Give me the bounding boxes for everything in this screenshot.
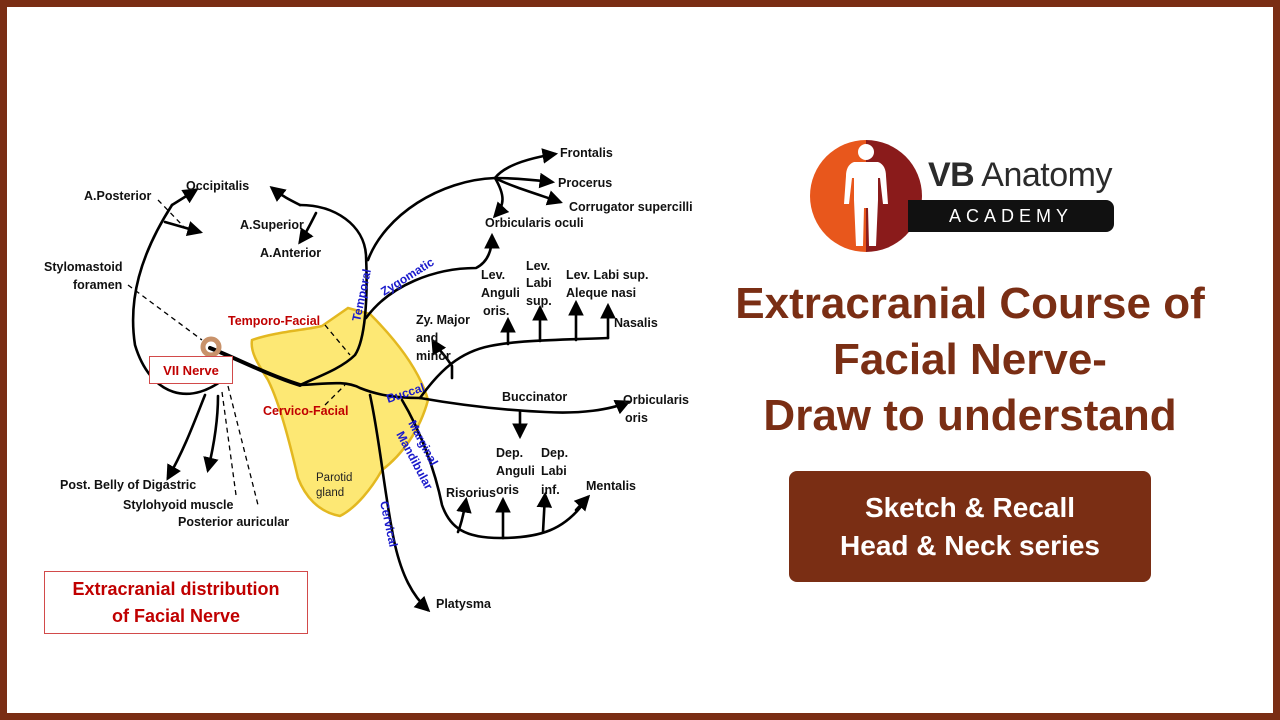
title-line-1: Extracranial Course of — [735, 279, 1205, 328]
cervico-facial-division — [298, 381, 422, 400]
label-platysma: Platysma — [436, 597, 492, 611]
marginal-mandibular-branch — [400, 398, 588, 540]
label-risorius: Risorius — [446, 486, 496, 500]
mentalis-arrowhead — [573, 494, 591, 512]
temporo-facial-division — [298, 203, 368, 387]
label-lev-labi-aleque-1: Lev. Labi sup. — [566, 268, 648, 282]
title-line-3: Draw to understand — [763, 391, 1177, 440]
label-cervico-facial: Cervico-Facial — [263, 404, 348, 418]
dep-labi-branch — [536, 491, 553, 534]
a-posterior-pointer — [157, 199, 186, 229]
label-dep-anguli-2: Anguli — [496, 464, 535, 478]
risorius-branch — [456, 496, 472, 534]
label-zy-major-1: Zy. Major — [416, 313, 470, 327]
label-posterior-auricular: Posterior auricular — [178, 515, 289, 529]
series-badge: Sketch & Recall Head & Neck series — [789, 471, 1151, 582]
logo-subtitle: ACADEMY — [908, 200, 1114, 232]
temporal-branch — [366, 176, 497, 262]
label-dep-labi-1: Dep. — [541, 446, 568, 460]
stylomastoid-foramen — [200, 336, 222, 358]
corrugator-branch — [493, 176, 563, 206]
label-orbicularis-oris-2: oris — [625, 411, 648, 425]
label-zy-major-2: and — [416, 331, 438, 345]
series-line-1: Sketch & Recall — [864, 491, 1076, 523]
label-foramen: foramen — [73, 278, 122, 292]
label-dep-anguli-1: Dep. — [496, 446, 523, 460]
logo-name: VB Anatomy — [928, 156, 1112, 194]
distribution-caption: Extracranial distribution of Facial Nerv… — [44, 571, 308, 634]
buccal-lower-branch — [418, 396, 631, 415]
label-corrugator: Corrugator supercilli — [569, 200, 693, 214]
label-post-belly-digastric: Post. Belly of Digastric — [60, 478, 196, 492]
label-dep-labi-3: inf. — [541, 483, 560, 497]
label-zy-major-3: minor — [416, 349, 451, 363]
label-a-superior: A.Superior — [240, 218, 304, 232]
label-lev-labi-aleque-2: Aleque nasi — [566, 286, 636, 300]
temporo-facial-pointer — [324, 324, 351, 356]
label-dep-anguli-3: oris — [496, 483, 519, 497]
auricular-anterior-branch — [298, 211, 318, 245]
vb-anatomy-logo: VB Anatomy ACADEMY — [808, 138, 1138, 254]
auricular-superior-branch — [269, 186, 302, 207]
label-buccinator: Buccinator — [502, 390, 567, 404]
cervical-branch — [368, 393, 431, 613]
digastric-branch — [166, 393, 207, 481]
stylohyoid-branch — [203, 394, 220, 474]
label-stylohyoid: Stylohyoid muscle — [123, 498, 233, 512]
label-parotid-1: Parotid — [316, 472, 352, 484]
label-stylomastoid: Stylomastoid — [44, 260, 123, 274]
title-line-2: Facial Nerve- — [833, 335, 1107, 384]
procerus-branch — [493, 172, 556, 189]
label-lev-anguli-3: oris. — [483, 304, 509, 318]
label-lev-labi-3: sup. — [526, 294, 552, 308]
cervico-facial-pointer — [324, 384, 346, 406]
label-cervical: Cervical — [377, 500, 400, 549]
label-a-anterior: A.Anterior — [260, 246, 321, 260]
label-lev-labi-1: Lev. — [526, 259, 550, 273]
series-line-2: Head & Neck series — [840, 529, 1100, 561]
label-occipitalis: Occipitalis — [186, 179, 249, 193]
label-nasalis: Nasalis — [614, 316, 658, 330]
frontalis-branch — [493, 148, 559, 180]
stylomastoid-pointer — [127, 284, 203, 341]
zy-major-branch — [431, 338, 454, 380]
vii-nerve-label: VII Nerve — [149, 356, 233, 384]
label-lev-anguli-1: Lev. — [481, 268, 505, 282]
label-a-posterior: A.Posterior — [84, 189, 152, 203]
label-dep-labi-2: Labi — [541, 464, 567, 478]
label-frontalis: Frontalis — [560, 146, 613, 160]
label-temporo-facial: Temporo-Facial — [228, 314, 320, 328]
a-posterior-branch — [163, 220, 203, 237]
occipitalis-branch — [170, 188, 199, 207]
page-title: Extracranial Course of Facial Nerve- Dra… — [690, 276, 1250, 444]
buccal-upper-branch — [418, 336, 610, 400]
zygomatic-branch — [364, 232, 500, 320]
posterior-auricular-branch — [131, 203, 232, 396]
label-parotid-2: gland — [316, 487, 344, 499]
label-mentalis: Mentalis — [586, 479, 636, 493]
human-figure-icon — [810, 140, 922, 252]
label-procerus: Procerus — [558, 176, 612, 190]
label-orbicularis-oculi: Orbicularis oculi — [485, 216, 584, 230]
facial-nerve-diagram: Occipitalis A.Posterior A.Superior A.Ant… — [44, 146, 693, 613]
label-orbicularis-oris-1: Orbicularis — [623, 393, 689, 407]
posterior-auricular-pointer — [227, 385, 259, 506]
label-lev-labi-2: Labi — [526, 276, 552, 290]
label-lev-anguli-2: Anguli — [481, 286, 520, 300]
orbicularis-oculi-branch — [492, 176, 510, 219]
